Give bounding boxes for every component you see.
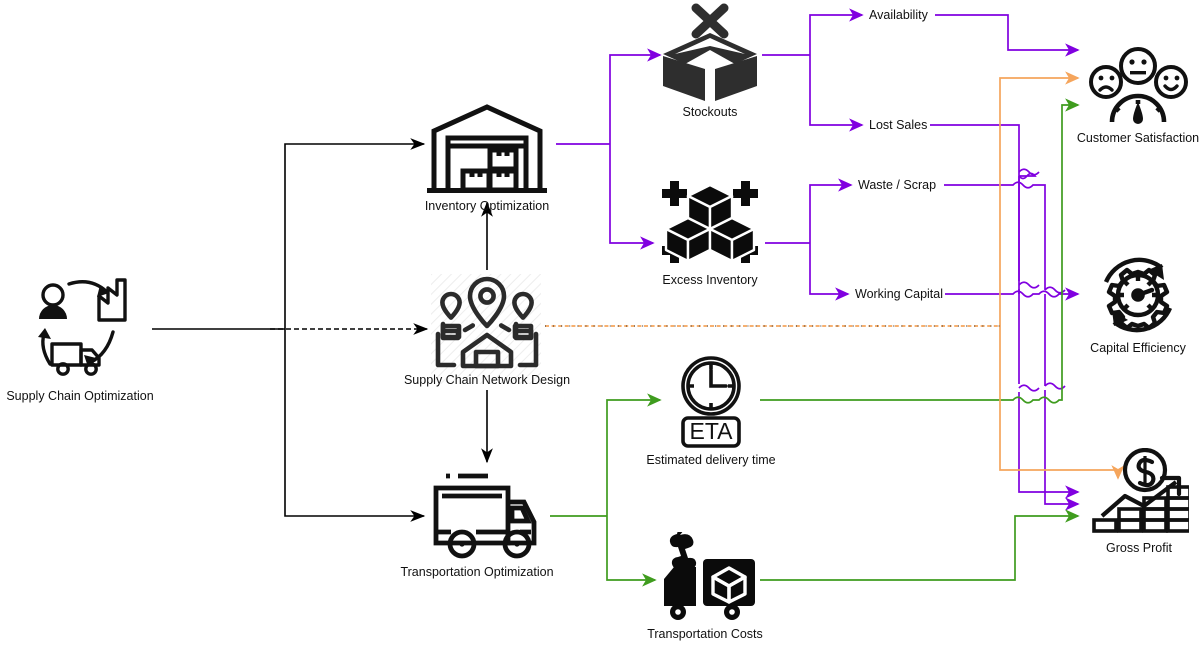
node-excess-inventory[interactable]: Excess Inventory [645,178,775,287]
node-label: Supply Chain Optimization [6,389,154,403]
gear-gauge-arrows-icon [1092,252,1184,338]
dollar-coins-growth-icon [1089,448,1189,538]
metric-label-lost-sales: Lost Sales [869,118,928,132]
warehouse-icon [423,98,551,196]
node-label: Transportation Costs [647,627,763,641]
eta-badge-text: ETA [689,418,733,444]
node-label: Transportation Optimization [400,565,554,579]
node-stockouts[interactable]: Stockouts [648,2,772,119]
network-map-pin-warehouse-icon [432,274,542,370]
node-label: Capital Efficiency [1090,341,1186,355]
metric-label-working-capital: Working Capital [855,287,944,301]
node-gross-profit[interactable]: Gross Profit [1080,448,1198,555]
delivery-truck-icon [416,470,538,562]
node-customer-satisfaction[interactable]: Customer Satisfaction [1076,44,1200,145]
node-supply-chain-optimization[interactable]: Supply Chain Optimization [0,274,160,403]
faces-gauge-icon [1085,44,1191,128]
node-capital-efficiency[interactable]: Capital Efficiency [1078,252,1198,355]
node-label: Customer Satisfaction [1076,131,1200,145]
cycle-person-factory-truck-icon [20,274,140,386]
node-transportation-optimization[interactable]: Transportation Optimization [397,470,557,579]
node-transportation-costs[interactable]: Transportation Costs [640,532,770,641]
node-label: Excess Inventory [662,273,758,287]
truck-dollar-box-icon [650,532,760,624]
node-estimated-delivery-time[interactable]: ETA Estimated delivery time [645,356,777,467]
node-label: Estimated delivery time [646,453,776,467]
node-label: Supply Chain Network Design [403,373,571,387]
metric-label-availability: Availability [869,8,928,22]
node-label: Inventory Optimization [424,199,550,213]
clock-eta-icon: ETA [665,356,757,450]
node-inventory-optimization[interactable]: Inventory Optimization [407,98,567,213]
node-label: Gross Profit [1106,541,1172,555]
empty-box-x-icon [655,2,765,102]
metric-label-waste-scrap: Waste / Scrap [858,178,937,192]
node-supply-chain-network-design[interactable]: Supply Chain Network Design [403,274,571,387]
stacked-cubes-plus-icon [654,178,766,270]
node-label: Stockouts [682,105,738,119]
